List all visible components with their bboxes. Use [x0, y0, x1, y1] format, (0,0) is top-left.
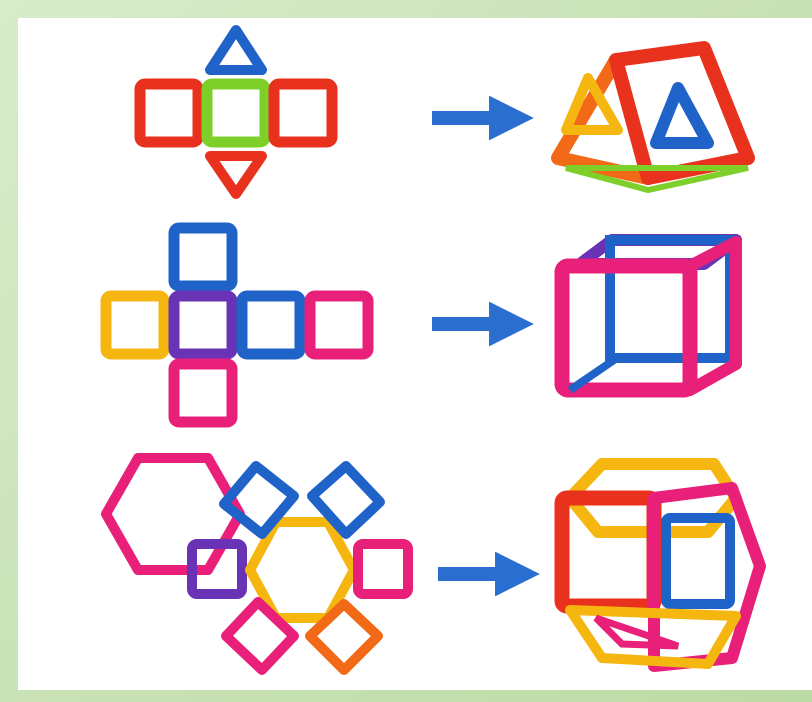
shape-hexagonal-prism	[562, 464, 760, 666]
tile-square-pink	[358, 544, 408, 594]
net-hexagonal-prism	[106, 458, 408, 670]
tile-square-pink	[310, 296, 368, 354]
shape-triangular-prism	[558, 48, 748, 190]
shape-cube	[562, 240, 736, 390]
tile-square-yellow	[106, 296, 164, 354]
tile-triangle-blue	[210, 30, 262, 70]
tile-square-blue	[174, 228, 232, 286]
tile-square-purple	[174, 296, 232, 354]
tile-square-green	[207, 84, 265, 142]
tile-square-red	[274, 84, 332, 142]
product-photo	[18, 18, 812, 690]
net-triangular-prism	[140, 30, 332, 194]
tile-square-blue	[242, 296, 300, 354]
tile-square-pink	[226, 602, 294, 670]
tile-square-red	[140, 84, 198, 142]
tile-hexagon-pink	[106, 458, 240, 570]
tile-triangle-red	[210, 156, 262, 194]
tile-square-pink	[174, 364, 232, 422]
net-cube	[106, 228, 368, 422]
